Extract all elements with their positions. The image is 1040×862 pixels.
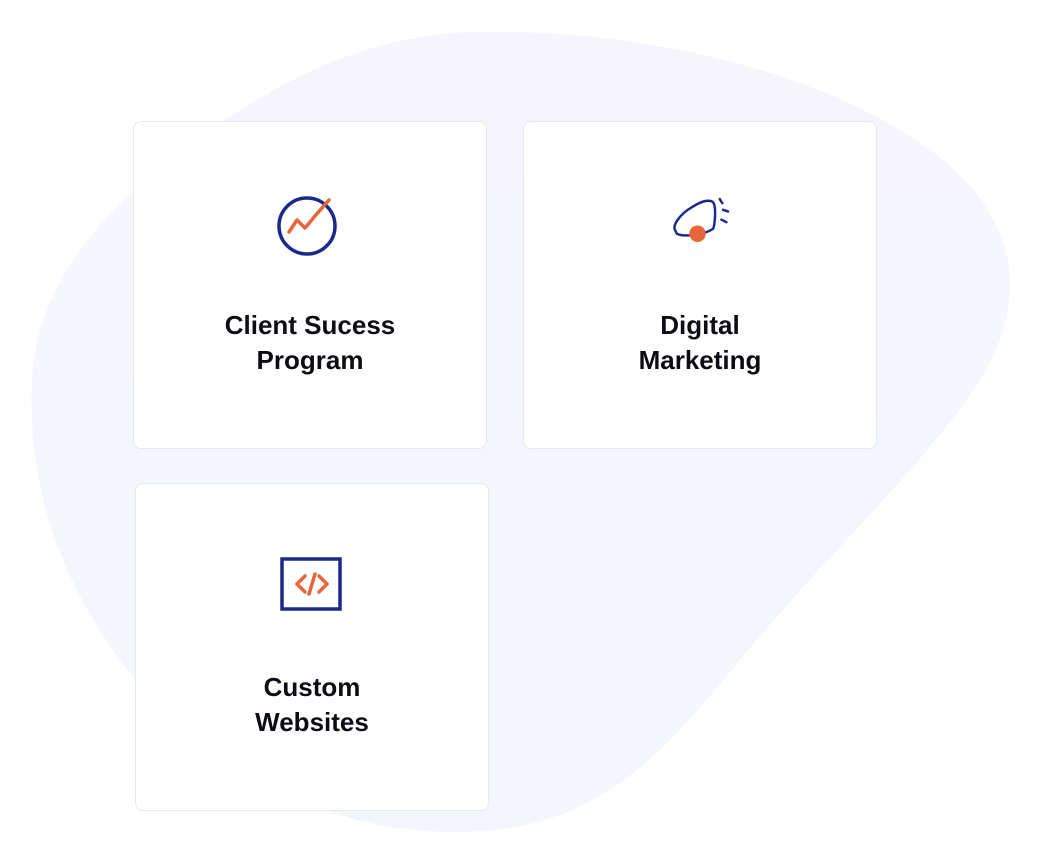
code-icon xyxy=(279,552,345,618)
card-title-line: Program xyxy=(256,345,364,375)
service-card-custom-websites[interactable]: Custom Websites xyxy=(135,483,489,811)
card-title-line: Digital xyxy=(660,310,740,340)
megaphone-icon xyxy=(667,190,733,256)
card-title-line: Marketing xyxy=(638,345,762,375)
growth-chart-icon xyxy=(277,190,343,256)
service-card-client-success[interactable]: Client Sucess Program xyxy=(133,121,487,449)
card-title-line: Client Sucess xyxy=(224,310,396,340)
card-title: Client Sucess Program xyxy=(225,308,396,378)
card-title: Digital Marketing xyxy=(639,308,762,378)
service-card-digital-marketing[interactable]: Digital Marketing xyxy=(523,121,877,449)
card-title-line: Websites xyxy=(255,707,369,737)
card-title: Custom Websites xyxy=(255,670,369,740)
card-title-line: Custom xyxy=(263,672,361,702)
